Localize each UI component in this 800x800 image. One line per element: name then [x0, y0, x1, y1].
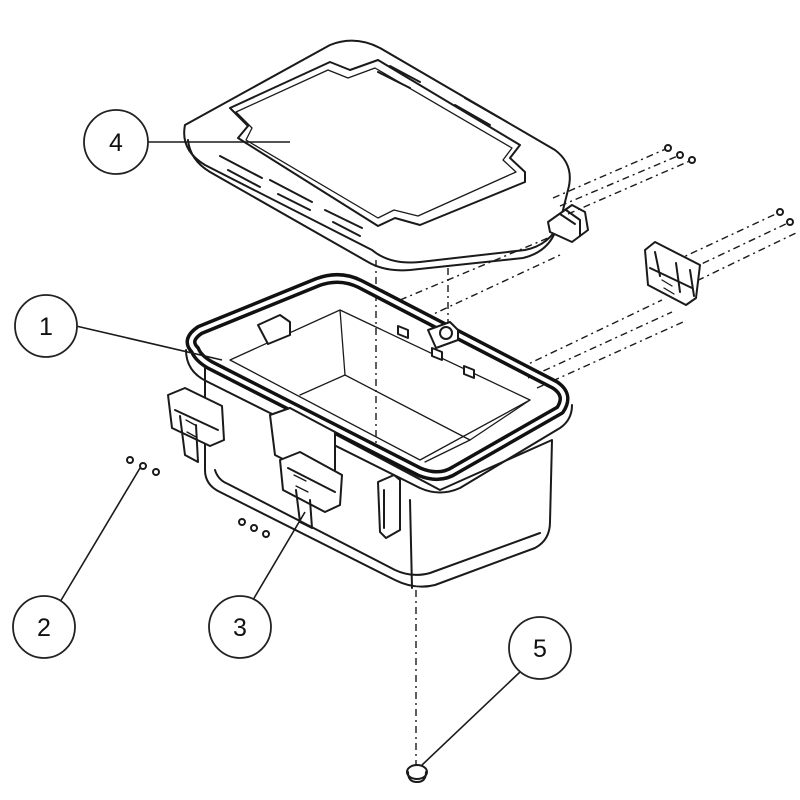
lid: [183, 39, 571, 272]
base-latch-left: [167, 387, 225, 463]
screws-part-3: [238, 518, 270, 538]
foot-part-5: [406, 764, 428, 783]
callout-3-label: 3: [233, 614, 247, 642]
screws-part-2: [126, 456, 160, 476]
callout-2-label: 2: [37, 614, 51, 642]
callout-1-label: 1: [39, 313, 53, 341]
leader-lines: [59, 141, 521, 766]
callout-4-label: 4: [109, 129, 123, 157]
base-container: [185, 273, 573, 589]
callout-3: 3: [208, 595, 272, 659]
callout-5-label: 5: [533, 635, 547, 663]
exploded-latch: [644, 241, 701, 306]
callout-5: 5: [508, 616, 572, 680]
callout-1: 1: [14, 294, 78, 358]
callout-4: 4: [83, 109, 149, 175]
callout-2: 2: [12, 595, 76, 659]
lid-hinge-tab: [547, 204, 589, 243]
screws-top-right: [664, 144, 794, 226]
base-latch-center: [269, 407, 343, 529]
base-clip-right: [377, 474, 401, 539]
